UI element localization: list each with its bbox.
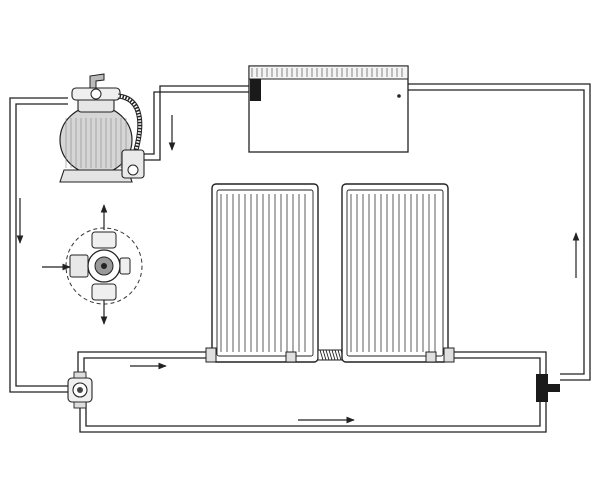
return-fitting bbox=[536, 374, 560, 402]
pump-housing bbox=[121, 149, 145, 179]
valve-detail-left-port bbox=[69, 254, 89, 278]
valve-detail-right-port bbox=[119, 257, 131, 275]
valve-detail-top-port bbox=[91, 231, 117, 249]
panel-left-inlet bbox=[205, 347, 217, 363]
filter-base bbox=[59, 169, 133, 183]
solar-panel-left bbox=[205, 183, 319, 363]
sand-filter bbox=[59, 73, 145, 183]
return-fitting-block bbox=[536, 374, 548, 402]
valve-detail-outline bbox=[65, 227, 143, 305]
pool-top-rail bbox=[248, 65, 409, 80]
panel-right-tubes bbox=[350, 194, 436, 352]
connector-hatch-line bbox=[331, 349, 336, 361]
pool-rail-ticks bbox=[251, 68, 403, 77]
flow-arrows bbox=[16, 115, 580, 424]
panel-right-inlet bbox=[425, 351, 437, 363]
connector-hatch-line bbox=[322, 349, 327, 361]
pressure-gauge-icon bbox=[90, 88, 102, 100]
panel-left-outlet bbox=[285, 351, 297, 363]
pool-inlet-block bbox=[250, 79, 261, 101]
connector-hatch-line bbox=[337, 349, 342, 361]
valve-handle-icon bbox=[89, 73, 105, 89]
panel-right-outlet bbox=[443, 347, 455, 363]
panel-left-tubes bbox=[220, 194, 306, 352]
pool-body bbox=[248, 65, 409, 153]
connector-hatch-line bbox=[319, 349, 324, 361]
pool bbox=[248, 65, 409, 153]
solar-panel-right bbox=[341, 183, 455, 363]
connector-hatch-line bbox=[328, 349, 333, 361]
pump-port-icon bbox=[127, 164, 139, 176]
connector-hatch-line bbox=[334, 349, 339, 361]
panel-connector bbox=[317, 349, 345, 361]
pool-outlet-dot bbox=[397, 94, 401, 98]
bypass-valve bbox=[67, 371, 93, 409]
valve-detail bbox=[65, 227, 143, 305]
connector-hatch-line bbox=[325, 349, 330, 361]
valve-detail-bottom-port bbox=[91, 283, 117, 301]
